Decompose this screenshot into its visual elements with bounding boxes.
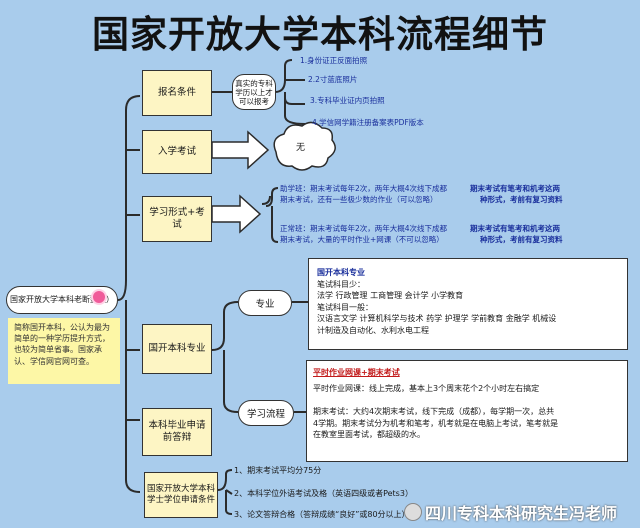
major-pill-label: 专业 (255, 299, 275, 310)
study-normal-note-2: 种形式，考前有复习资料 (480, 235, 563, 244)
watermark: 四川专科本科研究生冯老师 (425, 504, 618, 523)
study-detail-box: 平时作业网课+期末考试 平时作业网课：线上完成，基本上3个周末花个2个小时左右搞… (306, 360, 628, 462)
study-flow-pill-label: 学习流程 (246, 409, 285, 420)
root-label: 国家开放大学本科老断整理） (10, 295, 114, 304)
degree-box: 国家开放大学本科学士学位申请条件 (144, 472, 218, 518)
major-detail-head: 国开本科专业 (317, 268, 365, 277)
study-detail-l4: 在教室里面考试，都超级的水。 (313, 430, 425, 440)
study-label: 学习形式+考试 (149, 206, 205, 230)
enroll-sub-label: 真实的专科学历以上才可以报考 (235, 78, 273, 106)
exam-cloud-text: 无 (296, 143, 306, 153)
major-detail-l5: 计制造及自动化、水利水电工程 (317, 325, 429, 335)
heart-icon (91, 289, 107, 305)
enroll-item-2: 2.2寸蓝底照片 (308, 75, 358, 84)
root-note: 简称国开本科，公认为最为简单的一种学历提升方式，也较为简单省事。国家承认、学信网… (8, 318, 120, 384)
study-detail-l3: 4学期。期末考试分为机考和笔考，机考就是在电脑上考试，笔考就是 (313, 418, 559, 428)
major-detail-l4: 汉语言文学 计算机科学与技术 药学 护理学 学前教育 金融学 机械设 (317, 314, 557, 324)
page-title: 国家开放大学本科流程细节 (92, 13, 548, 56)
major-detail-l3: 笔试科目一般： (317, 302, 373, 312)
study-flow-pill: 学习流程 (238, 400, 294, 426)
study-detail-head: 平时作业网课+期末考试 (313, 368, 400, 377)
enroll-sub-pill: 真实的专科学历以上才可以报考 (232, 74, 276, 110)
major-detail-l2: 法学 行政管理 工商管理 会计学 小学教育 (317, 291, 464, 301)
exam-box: 入学考试 (142, 130, 212, 174)
degree-item-1: 1、期末考试平均分75分 (234, 466, 322, 475)
study-normal-note-1: 期末考试有笔考和机考这两 (470, 224, 560, 233)
enroll-item-3: 3.专科毕业证内页拍照 (310, 96, 385, 105)
study-normal-2: 期末考试，大量的平时作业+网课（不可以忽略） (280, 235, 444, 244)
major-pill: 专业 (238, 290, 292, 316)
enroll-item-4: 4.学信网学籍注册备案表PDF版本 (312, 118, 424, 127)
study-assist-note-1: 期末考试有笔考和机考这两 (470, 184, 560, 193)
major-label: 国开本科专业 (148, 342, 206, 354)
exam-label: 入学考试 (157, 145, 196, 157)
study-box: 学习形式+考试 (142, 196, 212, 242)
degree-item-2: 2、本科学位外语考试及格（英语四级或者Pets3） (234, 489, 413, 498)
enroll-label: 报名条件 (157, 86, 196, 98)
major-box: 国开本科专业 (142, 324, 212, 374)
study-detail-l2: 期末考试：大约4次期末考试，线下完成（成都），每学期一次，总共 (313, 407, 555, 417)
study-assist-1: 助学班：期末考试每年2次，两年大概4次线下成都 (280, 184, 448, 193)
major-detail-l1: 笔试科目少： (317, 279, 365, 289)
study-assist-2: 期末考试，还有一些极少数的作业（可以忽略） (280, 195, 438, 204)
study-normal-1: 正常班：期末考试每年2次，两年大概4次线下成都 (280, 224, 448, 233)
study-detail-l1: 平时作业网课：线上完成，基本上3个周末花个2个小时左右搞定 (313, 383, 540, 393)
study-assist-note-2: 种形式，考前有复习资料 (480, 195, 563, 204)
enroll-box: 报名条件 (142, 70, 212, 116)
watermark-icon (404, 503, 422, 521)
degree-label: 国家开放大学本科学士学位申请条件 (147, 483, 216, 505)
enroll-item-1: 1.身份证正反面拍照 (300, 56, 368, 65)
grad-box: 本科毕业申请前答辩 (142, 408, 212, 456)
major-detail-box: 国开本科专业 笔试科目少： 法学 行政管理 工商管理 会计学 小学教育 笔试科目… (308, 258, 628, 350)
degree-item-3: 3、论文答辩合格（答辩成绩“良好”或80分以上） (234, 510, 410, 519)
grad-label: 本科毕业申请前答辩 (148, 419, 206, 443)
